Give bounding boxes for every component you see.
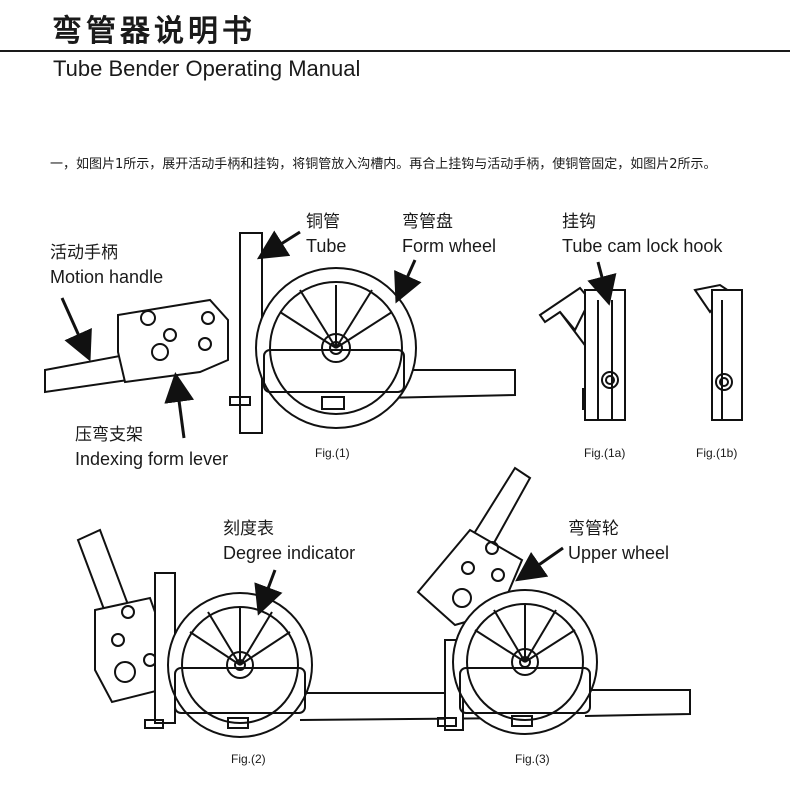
page-title-cn: 弯管器说明书 (52, 14, 256, 49)
fig1-drawing (44, 232, 516, 434)
caption-fig1b: Fig.(1b) (696, 446, 738, 460)
fig3-drawing (416, 466, 691, 735)
title-divider (0, 50, 790, 52)
caption-fig2: Fig.(2) (231, 752, 266, 766)
caption-fig3: Fig.(3) (515, 752, 550, 766)
leader-arrows (60, 230, 617, 616)
caption-fig1a: Fig.(1a) (584, 446, 626, 460)
fig1b-drawing (693, 283, 743, 421)
page-title-en: Tube Bender Operating Manual (53, 56, 361, 81)
fig2-drawing (76, 528, 521, 738)
instruction-step-1: 一，如图片1所示，展开活动手柄和挂钩，将铜管放入沟槽内。再合上挂钩与活动手柄，使… (50, 157, 717, 172)
caption-fig1: Fig.(1) (315, 446, 350, 460)
fig1a-drawing (538, 286, 626, 421)
